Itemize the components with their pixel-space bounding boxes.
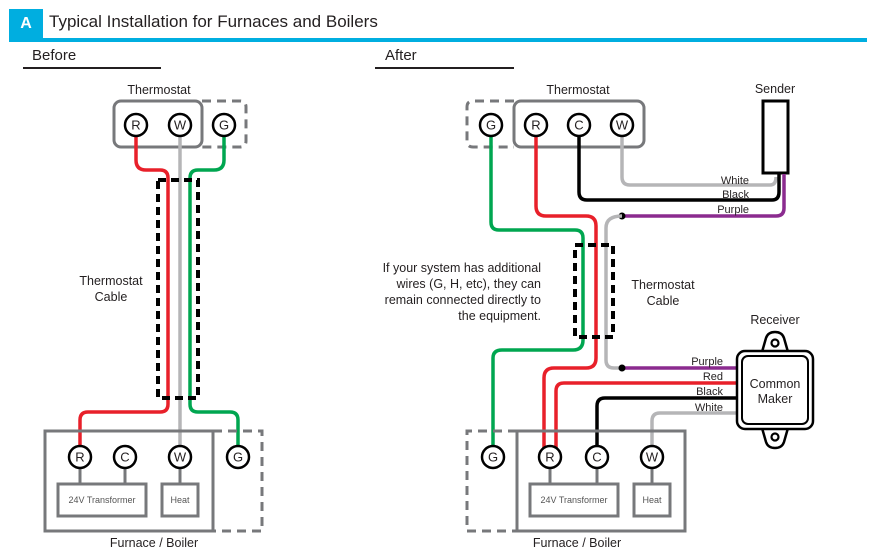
before-diagram: Thermostat Thermostat Cable R W G 24V Tr… [43, 83, 264, 550]
after-red-wire-thermostat [534, 126, 598, 456]
after-heat-label: Heat [642, 495, 662, 505]
after-black-wire-receiver [595, 396, 738, 456]
svg-text:G: G [488, 450, 498, 465]
svg-text:R: R [531, 118, 540, 133]
after-label: After [385, 47, 417, 64]
svg-text:G: G [486, 118, 496, 133]
before-thermostat-optional-box [202, 99, 248, 149]
after-thermostat-terminal-g: G [478, 112, 504, 138]
after-thermostat-terminal-r: R [523, 112, 549, 138]
before-thermostat-box [112, 99, 204, 149]
after-thermostat-terminal-c: C [566, 112, 592, 138]
sender-wire-white: White [721, 175, 749, 187]
svg-text:W: W [646, 450, 659, 465]
receiver-wire-red: Red [703, 371, 723, 383]
after-red-wire-receiver [554, 381, 738, 456]
before-transformer-label: 24V Transformer [68, 495, 135, 505]
svg-text:C: C [120, 450, 129, 465]
before-furnace-box [43, 429, 215, 533]
svg-text:W: W [174, 450, 187, 465]
before-label: Before [32, 47, 77, 64]
after-thermostat-terminal-w: W [609, 112, 635, 138]
svg-text:W: W [616, 118, 629, 133]
after-cable-label-2: Cable [647, 294, 680, 308]
before-rule [23, 67, 161, 69]
before-furnace-terminal-w: W [167, 444, 193, 470]
before-cable-label-1: Thermostat [79, 274, 143, 288]
svg-text:R: R [131, 118, 140, 133]
after-cable-label-1: Thermostat [631, 278, 695, 292]
before-cable-label-2: Cable [95, 290, 128, 304]
section-header: A Typical Installation for Furnaces and … [9, 9, 867, 42]
before-furnace-terminal-r: R [67, 444, 93, 470]
after-purple-wire-sender [622, 174, 786, 218]
before-furnace-terminal-g: G [225, 444, 251, 470]
before-red-wire [78, 126, 170, 456]
before-furnace-label: Furnace / Boiler [110, 536, 198, 550]
svg-text:C: C [592, 450, 601, 465]
after-green-wire [489, 126, 585, 456]
before-heat-label: Heat [170, 495, 190, 505]
receiver-label: Receiver [750, 313, 799, 327]
svg-text:G: G [233, 450, 243, 465]
header-rule [9, 38, 867, 42]
after-furnace-terminal-c: C [584, 444, 610, 470]
after-heat-box [632, 482, 672, 518]
after-white-cable-wire [604, 214, 623, 370]
svg-text:R: R [545, 450, 554, 465]
after-furnace-terminal-r: R [537, 444, 563, 470]
before-thermostat-label: Thermostat [127, 83, 191, 97]
after-white-wire-receiver [650, 411, 738, 456]
after-transformer-label: 24V Transformer [540, 495, 607, 505]
sender-box [761, 99, 790, 175]
sender-wire-black: Black [722, 189, 749, 201]
purple-splice-bottom [618, 364, 626, 372]
section-title: Typical Installation for Furnaces and Bo… [49, 12, 378, 31]
receiver-wire-white: White [695, 402, 723, 414]
svg-text:W: W [174, 118, 187, 133]
after-black-wire-sender [577, 126, 781, 202]
svg-text:G: G [219, 118, 229, 133]
before-heat-box [160, 482, 200, 518]
after-rule [375, 67, 514, 69]
after-furnace-label: Furnace / Boiler [533, 536, 621, 550]
sender-wire-purple: Purple [717, 204, 749, 216]
receiver-body-line-2: Maker [758, 392, 793, 406]
before-transformer-box [56, 482, 148, 518]
before-thermostat-terminal-w: W [167, 112, 193, 138]
after-white-wire-sender [620, 126, 778, 187]
note-line-4: the equipment. [458, 309, 541, 323]
before-green-wire [188, 126, 240, 456]
after-transformer-box [528, 482, 620, 518]
after-furnace-box [515, 429, 687, 533]
before-furnace-optional-box [213, 429, 264, 533]
after-thermostat-label: Thermostat [546, 83, 610, 97]
before-furnace-terminal-c: C [112, 444, 138, 470]
svg-text:R: R [75, 450, 84, 465]
receiver-device [735, 330, 815, 450]
receiver-wire-black: Black [696, 386, 723, 398]
before-thermostat-cable [156, 178, 200, 400]
before-thermostat-terminal-g: G [211, 112, 237, 138]
svg-text:C: C [574, 118, 583, 133]
before-thermostat-terminal-r: R [123, 112, 149, 138]
sender-label: Sender [755, 82, 795, 96]
receiver-body-line-1: Common [750, 377, 801, 391]
note-line-2: wires (G, H, etc), they can [396, 277, 542, 291]
after-thermostat-optional-box [465, 99, 514, 149]
after-furnace-terminal-g: G [480, 444, 506, 470]
after-diagram: Thermostat Sender White Black Purple Pur… [383, 82, 815, 550]
after-furnace-terminal-w: W [639, 444, 665, 470]
section-badge: A [9, 9, 43, 39]
after-thermostat-cable [573, 243, 615, 339]
note-line-1: If your system has additional [383, 261, 541, 275]
note-line-3: remain connected directly to [385, 293, 541, 307]
receiver-wire-purple: Purple [691, 356, 723, 368]
